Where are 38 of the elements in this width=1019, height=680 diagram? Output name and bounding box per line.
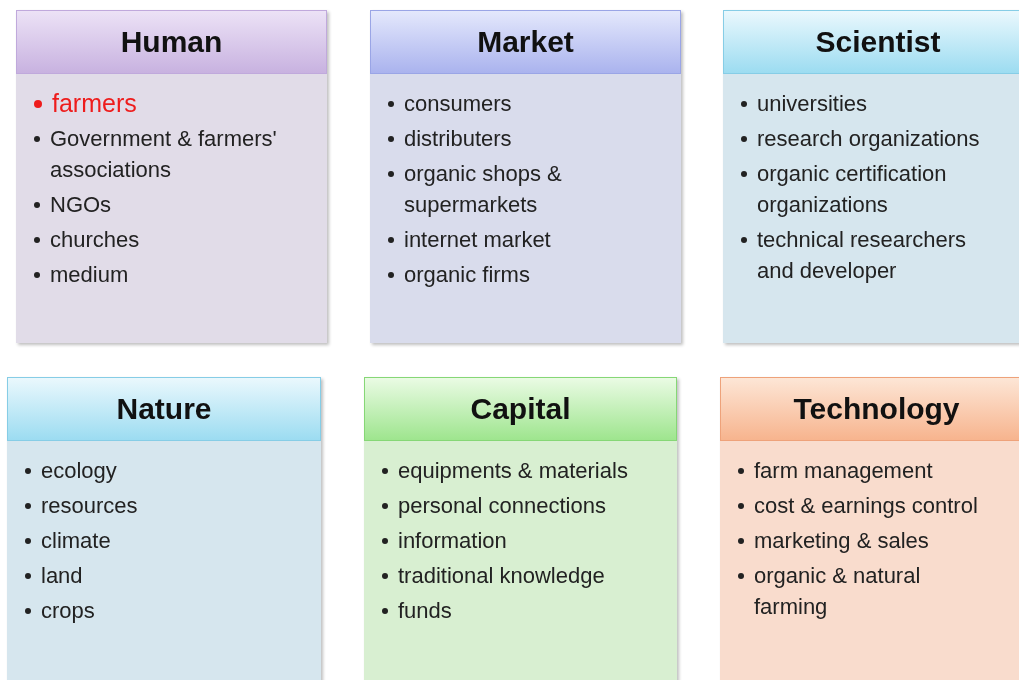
list-item: research organizations [757, 125, 980, 153]
list-item: technical researchers and developer [757, 226, 968, 285]
list-item: universities [757, 90, 868, 118]
list-item: equipments & materials [398, 457, 628, 485]
category-panel [720, 377, 1019, 680]
category-panel [7, 377, 321, 680]
panel-heading: Scientist [815, 25, 941, 59]
list-item: funds [398, 597, 452, 625]
list-item: personal connections [398, 492, 606, 520]
list-item: crops [41, 597, 95, 625]
panel-heading: Capital [470, 392, 571, 426]
list-item: organic firms [404, 261, 530, 289]
list-item: Government & farmers' associations [50, 125, 278, 184]
category-panel [16, 10, 327, 343]
panel-heading: Human [120, 25, 223, 59]
list-item: climate [41, 527, 111, 555]
list-item: farm management [754, 457, 933, 485]
panel-heading: Technology [793, 392, 960, 426]
panel-heading: Nature [116, 392, 212, 426]
list-item: consumers [404, 90, 512, 118]
category-panel [370, 10, 681, 343]
list-item: distributers [404, 125, 512, 153]
list-item: churches [50, 226, 140, 254]
list-item: land [41, 562, 83, 590]
list-item: traditional knowledge [398, 562, 605, 590]
list-item: internet market [404, 226, 551, 254]
list-item: NGOs [50, 191, 112, 219]
list-item: farmers [52, 88, 137, 119]
list-item: information [398, 527, 507, 555]
list-item: ecology [41, 457, 117, 485]
list-item: resources [41, 492, 138, 520]
category-panel [723, 10, 1019, 343]
panel-heading: Market [477, 25, 574, 59]
list-item: organic & natural farming [754, 562, 922, 621]
category-panel [364, 377, 677, 680]
list-item: cost & earnings control [754, 492, 978, 520]
list-item: medium [50, 261, 129, 289]
list-item: marketing & sales [754, 527, 929, 555]
